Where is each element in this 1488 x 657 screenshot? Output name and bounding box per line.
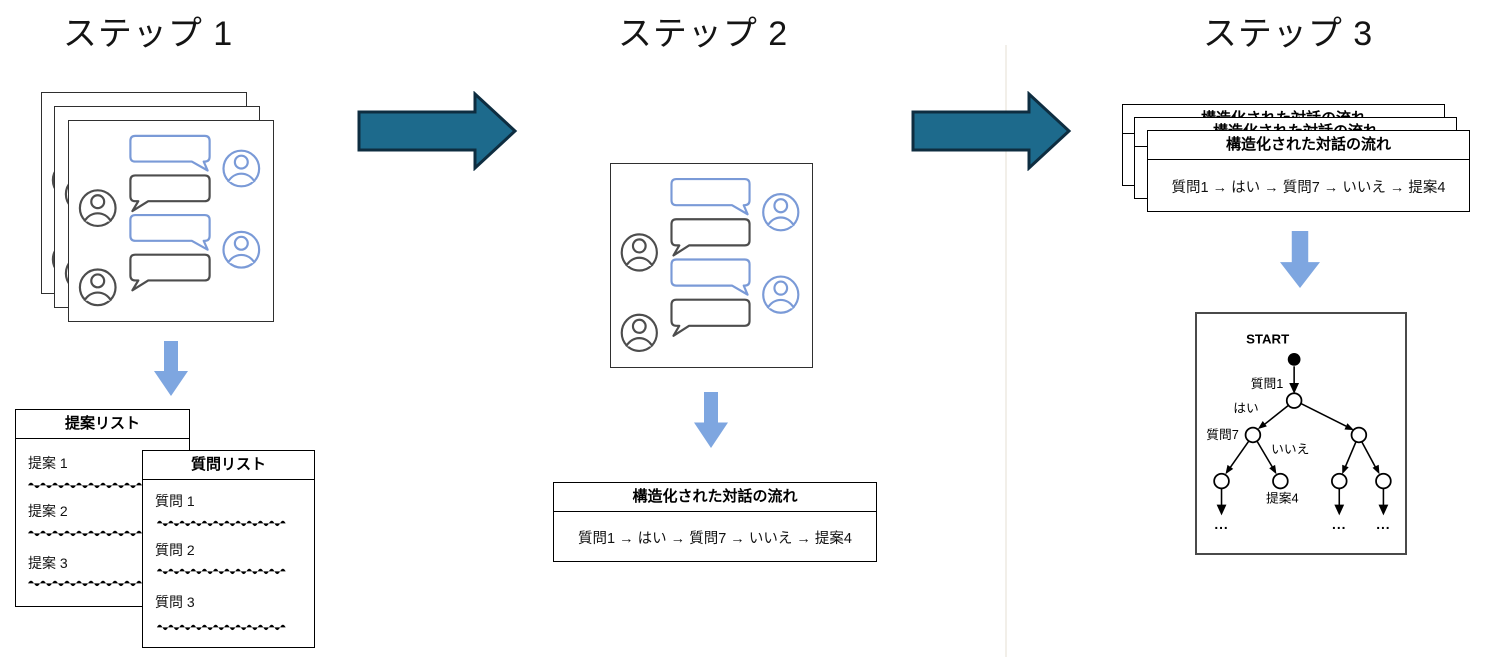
squiggle-line: [155, 622, 295, 631]
tree-nodes: [1213, 353, 1392, 490]
step2-title: ステップ 2: [617, 15, 789, 53]
list-item: 質問 2: [155, 542, 195, 558]
step1-title: ステップ 1: [62, 15, 234, 53]
tree-node: [1331, 472, 1348, 490]
decision-tree-box: START 質問1 はい 質問7 いいえ 提案4 ... ... ...: [1195, 312, 1407, 555]
down-arrow-icon: [694, 392, 728, 448]
chat-card-single: [610, 163, 813, 368]
tree-node: [1213, 472, 1230, 490]
down-arrow-shape: [1280, 231, 1320, 288]
flow-box: 構造化された対話の流れ 質問1 → はい → 質問7 → いいえ → 提案4: [553, 482, 877, 562]
flow-box-title: 構造化された対話の流れ: [1148, 131, 1469, 160]
tree-yes-label: はい: [1233, 400, 1259, 415]
down-arrow-shape: [154, 341, 188, 396]
decision-tree-icon: START 質問1 はい 質問7 いいえ 提案4 ... ... ...: [1206, 332, 1392, 532]
tree-ellipsis: ...: [1376, 517, 1390, 532]
background-seam: [1005, 45, 1007, 657]
chat-conversation-icon: [69, 121, 273, 321]
tree-question7-label: 質問7: [1206, 427, 1239, 442]
down-arrow-icon: [1280, 231, 1320, 288]
step3-title: ステップ 3: [1202, 15, 1374, 53]
tree-no-label: いいえ: [1271, 442, 1309, 457]
list-item: 提案 1: [28, 455, 68, 471]
flow-box-body: 質問1 → はい → 質問7 → いいえ → 提案4: [578, 530, 852, 547]
list-item: 質問 3: [155, 594, 195, 610]
squiggle-line: [155, 518, 295, 527]
question-list-title: 質問リスト: [143, 451, 314, 480]
flow-box-body: 質問1 → はい → 質問7 → いいえ → 提案4: [1171, 179, 1446, 196]
tree-root-label: 質問1: [1251, 376, 1284, 391]
tree-start-label: START: [1246, 332, 1289, 347]
tree-node: [1285, 392, 1303, 409]
tree-labels: START 質問1 はい 質問7 いいえ 提案4 ... ... ...: [1206, 332, 1390, 532]
tree-node: [1272, 472, 1289, 490]
list-item: 提案 2: [28, 503, 68, 519]
list-item: 質問 1: [155, 493, 195, 509]
flow-box-title: 構造化された対話の流れ: [554, 483, 876, 512]
right-arrow-shape: [357, 91, 518, 171]
right-arrow-icon: [911, 91, 1073, 171]
proposal-list-title: 提案リスト: [16, 410, 189, 439]
tree-start-dot: [1287, 353, 1301, 366]
down-arrow-shape: [694, 392, 728, 448]
tree-node: [1244, 426, 1262, 444]
list-item: 提案 3: [28, 555, 68, 571]
down-arrow-icon: [154, 341, 188, 396]
squiggle-line: [155, 566, 295, 575]
chat-card-front: [68, 120, 274, 322]
tree-proposal4-label: 提案4: [1266, 491, 1299, 506]
tree-node: [1375, 472, 1392, 490]
tree-node: [1350, 426, 1368, 444]
chat-conversation-icon: [611, 164, 812, 367]
right-arrow-icon: [357, 91, 519, 171]
question-list: 質問リスト 質問 1 質問 2 質問 3: [142, 450, 315, 648]
tree-ellipsis: ...: [1214, 517, 1228, 532]
tree-edges: [1216, 366, 1389, 516]
right-arrow-shape: [911, 91, 1072, 171]
tree-ellipsis: ...: [1332, 517, 1346, 532]
flow-box-stack-front: 構造化された対話の流れ 質問1 → はい → 質問7 → いいえ → 提案4: [1147, 130, 1470, 212]
